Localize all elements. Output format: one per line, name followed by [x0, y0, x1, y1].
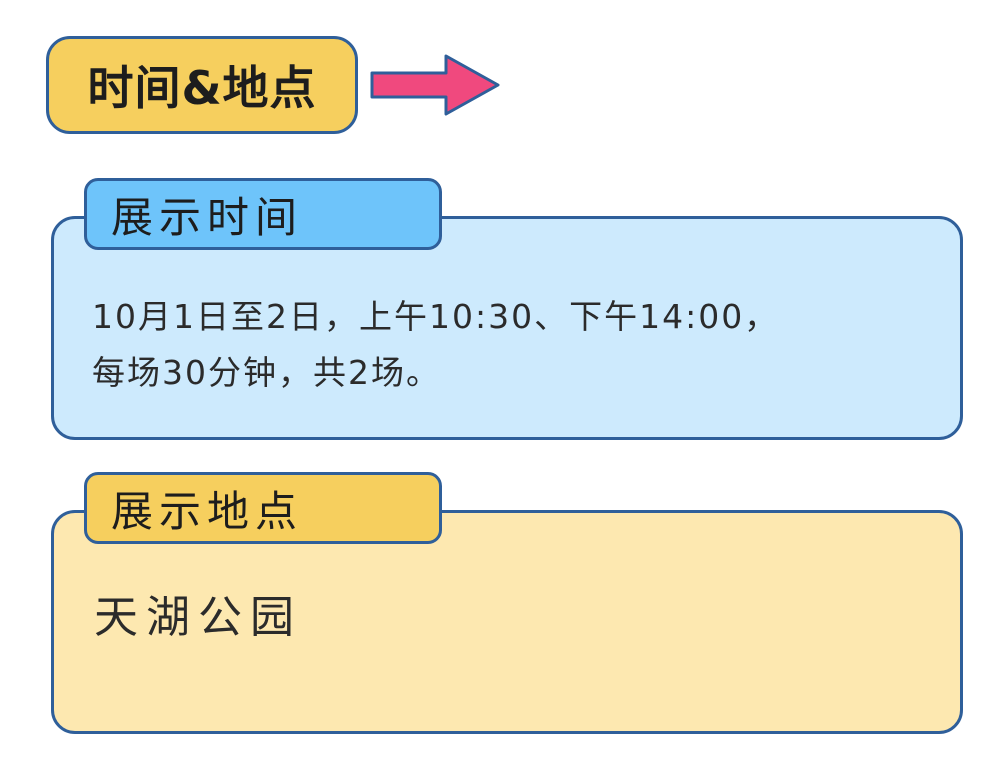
section-title: 时间&地点 — [87, 61, 317, 115]
arrow-right-icon — [370, 54, 500, 116]
section-title-badge: 时间&地点 — [46, 36, 358, 134]
time-details: 10月1日至2日，上午10:30、下午14:00， 每场30分钟，共2场。 — [92, 289, 922, 401]
time-tab: 展示时间 — [84, 178, 442, 250]
time-details-line-1: 10月1日至2日，上午10:30、下午14:00， — [92, 297, 780, 336]
place-details-line-1: 天湖公园 — [94, 592, 302, 643]
place-tab-label: 展示地点 — [111, 486, 304, 536]
time-tab-label: 展示时间 — [111, 192, 304, 242]
time-details-line-2: 每场30分钟，共2场。 — [92, 353, 441, 392]
place-details: 天湖公园 — [94, 581, 302, 645]
time-card: 10月1日至2日，上午10:30、下午14:00， 每场30分钟，共2场。 — [51, 216, 963, 440]
place-card: 天湖公园 — [51, 510, 963, 734]
place-tab: 展示地点 — [84, 472, 442, 544]
